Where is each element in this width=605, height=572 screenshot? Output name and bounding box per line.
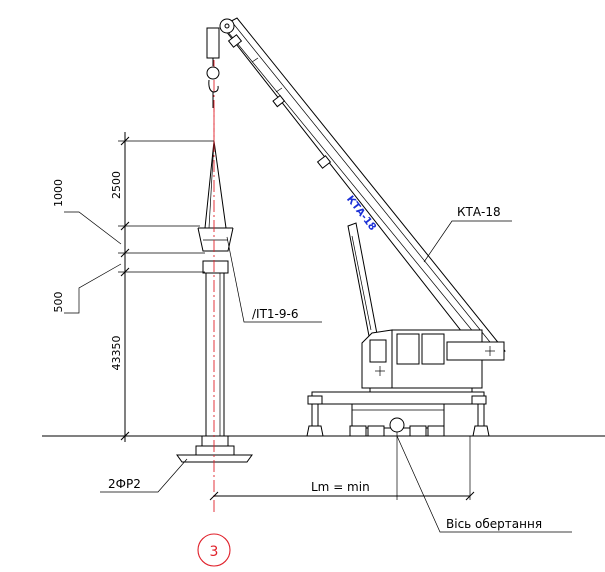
- axis-marker-circle: [197, 533, 231, 567]
- dim-43350: 43350: [110, 336, 123, 371]
- label-base-part: 2ФР2: [108, 477, 141, 491]
- height-dimensions: [64, 132, 214, 442]
- support-pylon: [176, 140, 253, 463]
- crane: [206, 17, 506, 437]
- leader-rotation-axis: [396, 435, 572, 533]
- leader-crane: [423, 220, 512, 263]
- label-crane: КТА-18: [457, 205, 501, 219]
- label-pylon-part: /IT1-9-6: [252, 307, 298, 321]
- dim-2500: 2500: [110, 171, 123, 199]
- axis-marker-label: 3: [210, 544, 219, 560]
- leader-pylon-part: [226, 236, 322, 323]
- dim-1000: 1000: [52, 179, 65, 207]
- label-reach: Lm = min: [311, 480, 370, 494]
- reach-dimension: [209, 432, 475, 501]
- dim-500: 500: [52, 292, 65, 313]
- leader-base-part: [100, 458, 188, 493]
- label-rotation-axis: Вісь обертання: [446, 517, 542, 531]
